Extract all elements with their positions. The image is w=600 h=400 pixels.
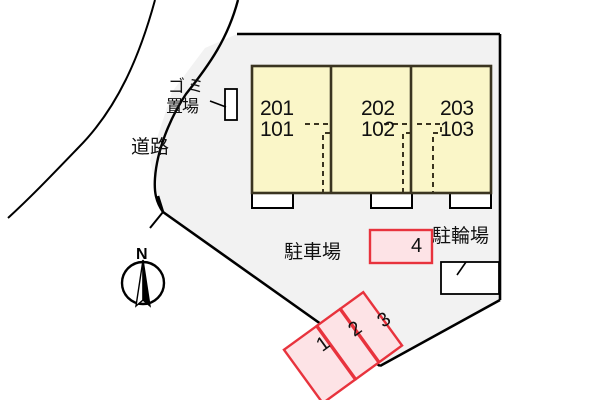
garbage-area-leader: [209, 100, 227, 108]
porch-unit-3: [449, 192, 492, 209]
porch-unit-1: [251, 192, 294, 209]
stair-dashed-unit-1: [305, 123, 332, 193]
unit-label-1-lower: 101: [260, 118, 294, 141]
compass-needle-dark: [142, 259, 151, 308]
road-label: 道路: [131, 136, 170, 158]
unit-label-3-lower: 103: [440, 118, 474, 141]
road-curve-outer: [7, 0, 156, 219]
parking-stall-4-number: 4: [411, 235, 423, 257]
road-curve-inner: [153, 0, 240, 213]
porch-unit-2: [370, 192, 413, 209]
unit-label-1-upper: 201: [260, 97, 294, 120]
bicycle-parking-label: 駐輪場: [432, 225, 490, 247]
garbage-area-label-line2: 置場: [166, 97, 199, 117]
building-outline: [250, 64, 493, 195]
stair-dashed-unit-2: [384, 123, 412, 193]
bicycle-parking-leader: [456, 261, 467, 276]
unit-label-2-lower: 102: [361, 118, 395, 141]
parking-stall-3[interactable]: [338, 290, 404, 364]
parking-lot-label: 駐車場: [284, 241, 342, 263]
bicycle-parking-rect: [440, 261, 500, 295]
parking-stall-4[interactable]: [368, 228, 434, 265]
garbage-area-label-line1: ゴミ: [168, 77, 206, 97]
compass-north-label: N: [136, 246, 148, 263]
road-curve-tail: [149, 211, 164, 229]
garbage-area-marker: [224, 88, 238, 121]
unit-label-2-upper: 202: [361, 97, 395, 120]
boundary-bottom-right: [379, 298, 501, 368]
unit-label-3-upper: 203: [440, 97, 474, 120]
